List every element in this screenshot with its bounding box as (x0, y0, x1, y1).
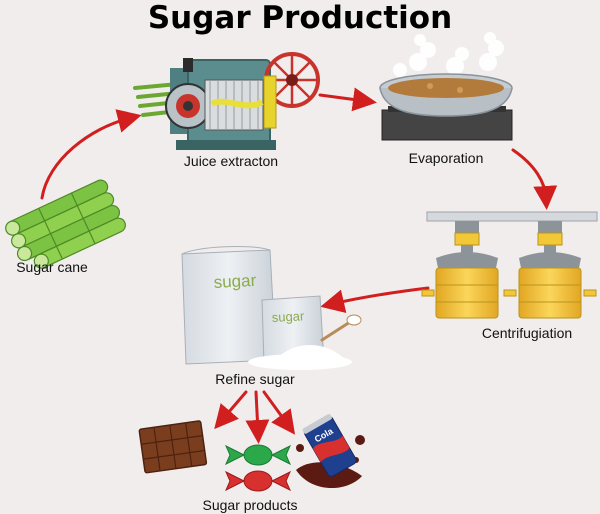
arrow-centrifugation-to-refine (320, 286, 430, 313)
evaporation-pan-icon (379, 32, 513, 141)
bag-label-large: sugar (213, 271, 257, 292)
cola-can-icon: Cola (296, 414, 365, 489)
arrow-refine-to-candy (245, 390, 270, 444)
candy-icon (224, 444, 292, 492)
sugar-bags-icon (181, 246, 362, 370)
label-sugar-cane: Sugar cane (16, 259, 88, 275)
sugar-cane-icon (5, 179, 126, 269)
diagram-title: Sugar Production (147, 0, 453, 36)
arrow-evaporation-to-centrifugation (511, 148, 558, 210)
arrow-cane-to-extraction (40, 109, 142, 200)
label-juice-extraction: Juice extracton (183, 153, 279, 169)
bag-label-small: sugar (271, 308, 305, 325)
juice-extraction-machine-icon (133, 52, 320, 150)
label-refine-sugar: Refine sugar (215, 371, 295, 387)
flow-arrows (40, 87, 558, 444)
arrow-extraction-to-evaporation (318, 87, 377, 112)
label-centrifugation: Centrifugiation (481, 325, 573, 341)
label-evaporation: Evaporation (408, 150, 484, 166)
chocolate-bar-icon (138, 420, 208, 474)
label-sugar-products: Sugar products (202, 497, 298, 513)
arrow-refine-to-cola (262, 390, 296, 435)
centrifuge-icon (421, 211, 598, 319)
arrow-refine-to-chocolate (214, 390, 248, 430)
